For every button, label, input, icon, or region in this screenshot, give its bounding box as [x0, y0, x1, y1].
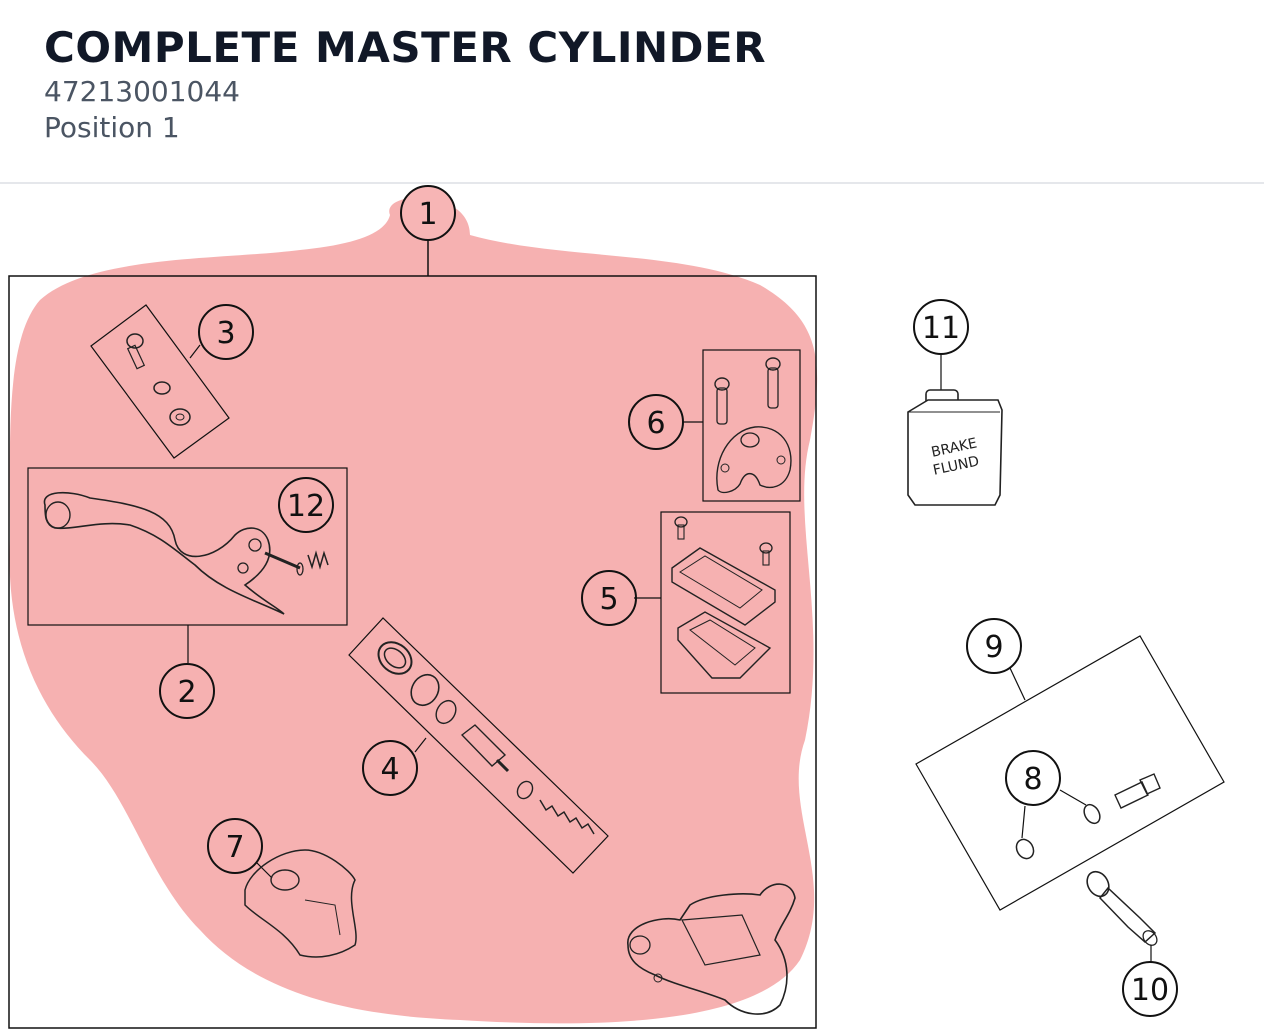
part-10-banjo-fitting[interactable] [1083, 868, 1160, 962]
svg-text:7: 7 [225, 830, 244, 865]
part-7-clamp[interactable] [244, 849, 357, 958]
part-11-brake-fluid-can[interactable]: BRAKE FLUND [907, 355, 1003, 506]
svg-text:2: 2 [177, 675, 196, 710]
page-title: COMPLETE MASTER CYLINDER [44, 23, 767, 72]
part-group-5[interactable] [634, 511, 791, 694]
callout-12[interactable]: 12 [278, 477, 334, 533]
svg-text:6: 6 [646, 406, 665, 441]
page-header: COMPLETE MASTER CYLINDER 47213001044 Pos… [44, 22, 766, 146]
svg-text:10: 10 [1131, 973, 1169, 1008]
callout-1[interactable]: 1 [400, 185, 456, 241]
part-group-9[interactable] [915, 635, 1225, 911]
callout-4[interactable]: 4 [362, 740, 418, 796]
svg-text:1: 1 [418, 197, 437, 232]
callout-7[interactable]: 7 [207, 818, 263, 874]
svg-text:4: 4 [380, 752, 399, 787]
svg-text:12: 12 [287, 489, 325, 524]
callout-5[interactable]: 5 [581, 570, 637, 626]
part-group-4[interactable] [348, 617, 609, 874]
position-label: Position 1 [44, 111, 180, 144]
part-number: 47213001044 [44, 75, 240, 108]
assembly-box-1 [8, 275, 817, 1029]
callout-10[interactable]: 10 [1122, 961, 1178, 1017]
svg-text:8: 8 [1023, 762, 1042, 797]
part-group-2[interactable] [27, 467, 348, 663]
svg-text:9: 9 [984, 630, 1003, 665]
callout-6[interactable]: 6 [628, 394, 684, 450]
callout-3[interactable]: 3 [198, 304, 254, 360]
highlight-region-position-1[interactable] [9, 197, 818, 1024]
callout-9[interactable]: 9 [966, 618, 1022, 674]
part-group-6[interactable] [683, 349, 801, 502]
svg-text:5: 5 [599, 582, 618, 617]
master-cylinder-body[interactable] [627, 883, 796, 1015]
callout-11[interactable]: 11 [913, 299, 969, 355]
part-group-3[interactable] [90, 304, 230, 459]
header-divider [0, 182, 1264, 184]
svg-text:3: 3 [216, 316, 235, 351]
svg-text:11: 11 [922, 311, 960, 346]
callout-8[interactable]: 8 [1005, 750, 1061, 806]
callout-2[interactable]: 2 [159, 663, 215, 719]
